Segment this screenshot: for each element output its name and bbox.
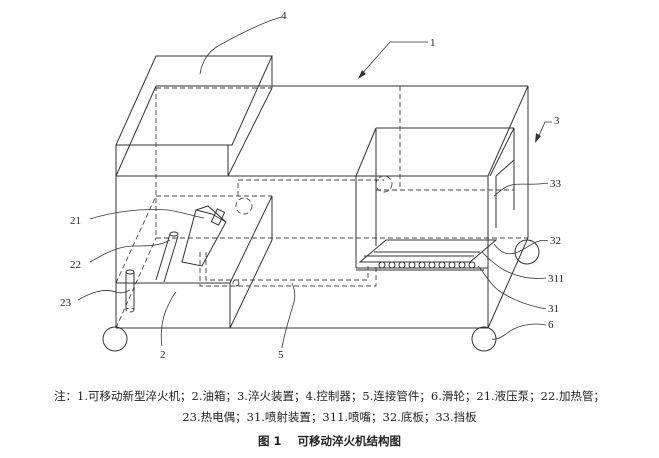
callout-23: 23 [60, 297, 72, 309]
callout-6: 6 [548, 319, 554, 331]
wheel-front-left [102, 326, 128, 352]
figure-number: 图 1 [257, 434, 282, 448]
callout-1: 1 [430, 37, 436, 49]
main-frame [115, 85, 529, 329]
callout-4: 4 [281, 10, 287, 22]
callout-31: 31 [548, 303, 559, 315]
thermocouple [125, 269, 135, 313]
figure-caption: 图 1 可移动淬火机结构图 [0, 433, 659, 449]
legend-line-1: 注：1.可移动新型淬火机；2.油箱；3.淬火装置；4.控制器；5.连接管件；6.… [54, 389, 605, 403]
baffle [495, 159, 515, 228]
wheel-back-right [514, 239, 540, 265]
heating-tube [155, 231, 179, 283]
callout-33: 33 [550, 178, 562, 190]
callout-3: 3 [554, 115, 560, 127]
callout-32: 32 [550, 235, 561, 247]
hydraulic-pump [181, 205, 227, 267]
machine-structure-diagram: 1 3 4 33 32 311 31 6 21 22 23 2 5 [60, 10, 564, 361]
nozzle-row [378, 261, 476, 269]
figure-title: 可移动淬火机结构图 [297, 434, 402, 448]
callout-21: 21 [70, 215, 81, 227]
callout-labels: 1 3 4 33 32 311 31 6 21 22 23 2 5 [60, 10, 564, 361]
callout-22: 22 [70, 259, 81, 271]
connecting-pipe [199, 175, 393, 287]
oil-tank [115, 195, 273, 329]
spray-device [356, 239, 498, 271]
legend-line-2: 23.热电偶；31.喷射装置；311.喷嘴；32.底板；33.挡板 [182, 410, 477, 424]
callout-2: 2 [160, 349, 166, 361]
callout-311: 311 [548, 273, 564, 285]
controller-box [115, 55, 273, 177]
leader-lines [77, 16, 552, 349]
callout-5: 5 [278, 349, 284, 361]
